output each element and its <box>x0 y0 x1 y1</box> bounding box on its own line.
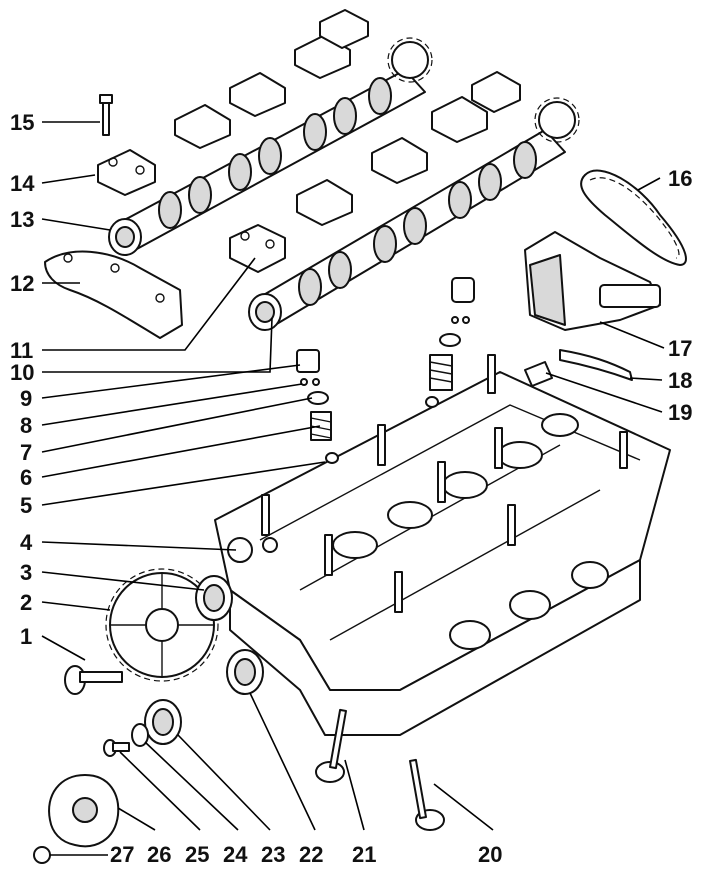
label-17: 17 <box>668 336 692 361</box>
label-2: 2 <box>20 590 32 615</box>
label-5: 5 <box>20 493 32 518</box>
camshaft-gear-2 <box>105 568 219 682</box>
valve-stem-seal-6 <box>325 452 339 464</box>
housing-26 <box>48 774 120 848</box>
valve-train-left <box>296 349 339 464</box>
chain-tensioner <box>524 231 661 331</box>
camshaft-lobes <box>158 77 392 229</box>
label-20: 20 <box>478 842 502 867</box>
bearing-cap-14 <box>97 149 156 196</box>
timing-chain <box>580 169 687 266</box>
bolt-25 <box>103 739 130 757</box>
label-25: 25 <box>185 842 209 867</box>
label-12: 12 <box>10 271 34 296</box>
valve-20 <box>409 758 445 831</box>
label-7: 7 <box>20 440 32 465</box>
label-9: 9 <box>20 386 32 411</box>
hydraulic-lifter-10 <box>296 349 320 373</box>
valve-21 <box>315 708 347 783</box>
label-15: 15 <box>10 110 34 135</box>
bearing-caps <box>44 9 521 339</box>
valve-keeper-9a <box>300 378 308 386</box>
intake-camshaft-lobes <box>298 141 537 306</box>
guide-rail <box>559 349 633 381</box>
label-6: 6 <box>20 465 32 490</box>
label-27: 27 <box>110 842 134 867</box>
label-4: 4 <box>20 530 33 555</box>
seal-ring-3 <box>195 575 233 621</box>
seal-ring-22 <box>226 649 264 695</box>
label-13: 13 <box>10 207 34 232</box>
seal-19 <box>524 361 553 387</box>
cylinder-head <box>214 354 671 736</box>
seal-23 <box>144 699 182 745</box>
intake-cam-sprocket <box>538 101 576 139</box>
bearing-cap-11 <box>229 224 286 273</box>
label-18: 18 <box>668 368 692 393</box>
valve-keeper-9b <box>312 378 320 386</box>
label-19: 19 <box>668 400 692 425</box>
valve-train-right <box>425 277 475 408</box>
leader-lines <box>41 121 665 856</box>
label-26: 26 <box>147 842 171 867</box>
label-8: 8 <box>20 413 32 438</box>
intake-camshaft <box>248 97 580 331</box>
label-23: 23 <box>261 842 285 867</box>
gear-bolt-1 <box>64 665 123 695</box>
label-16: 16 <box>668 166 692 191</box>
bearing-bridge-12 <box>44 250 183 339</box>
callout-labels: 15 14 13 12 11 10 9 8 7 6 5 4 3 2 1 16 1… <box>10 110 692 867</box>
label-21: 21 <box>352 842 376 867</box>
o-ring-24 <box>131 723 149 747</box>
label-11: 11 <box>10 338 33 363</box>
bolt-15 <box>99 94 113 136</box>
label-24: 24 <box>223 842 248 867</box>
bolt-27 <box>33 846 51 864</box>
exhaust-cam-sprocket <box>391 41 429 79</box>
head-studs <box>261 354 628 613</box>
exhaust-camshaft <box>108 37 433 256</box>
label-22: 22 <box>299 842 323 867</box>
label-3: 3 <box>20 560 32 585</box>
label-14: 14 <box>10 171 35 196</box>
label-10: 10 <box>10 360 34 385</box>
label-1: 1 <box>20 624 32 649</box>
